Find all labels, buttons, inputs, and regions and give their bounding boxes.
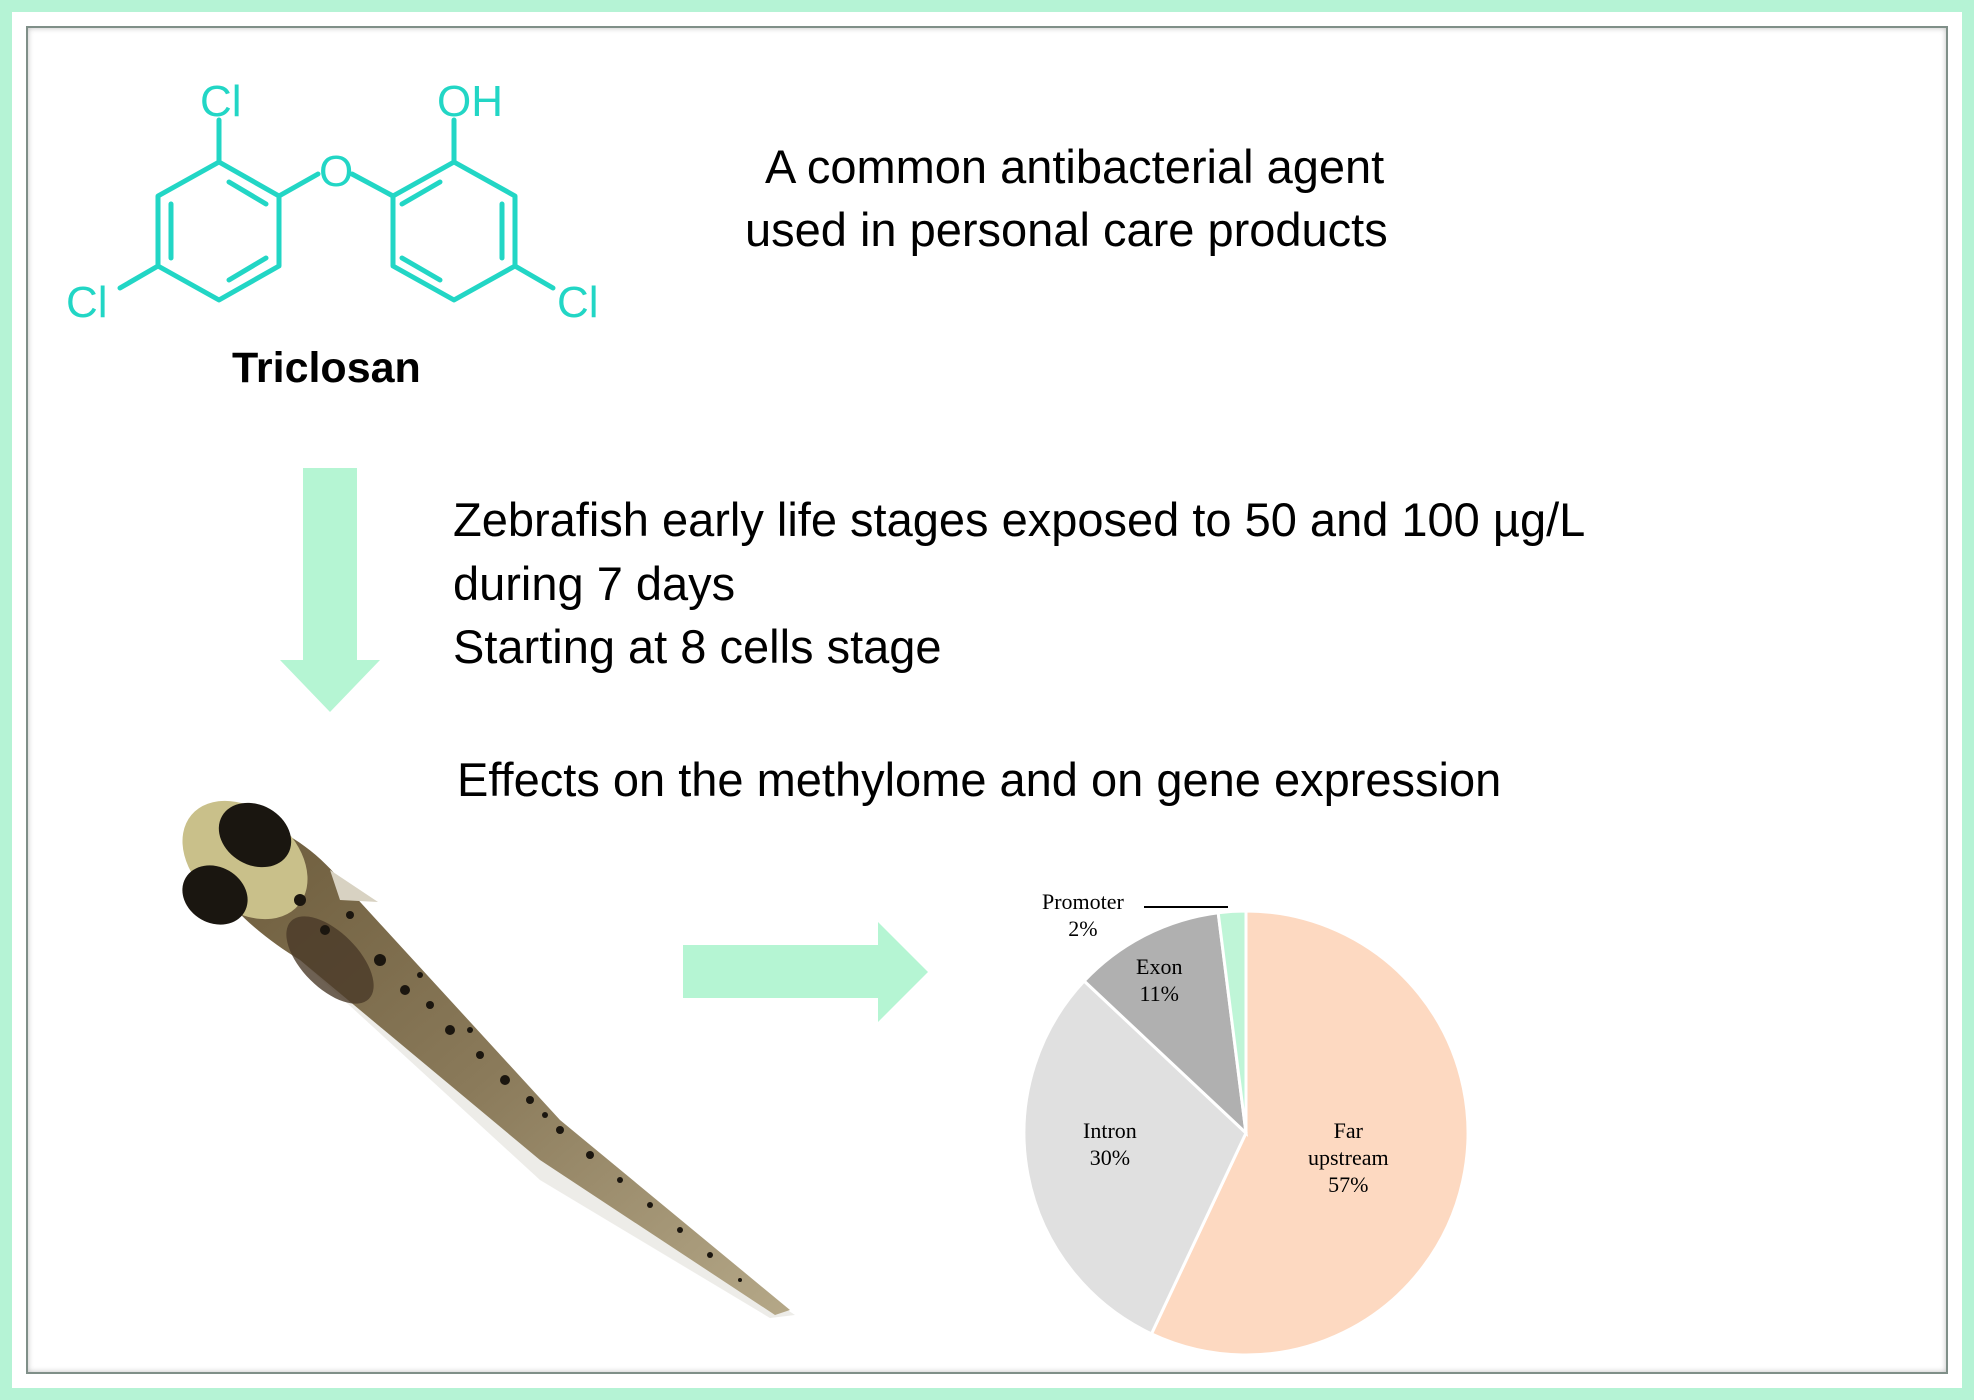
ether-oxygen-label: O — [319, 147, 354, 196]
pie-label-exon-value: 11% — [1139, 981, 1179, 1006]
pie-label-promoter-value: 2% — [1068, 916, 1098, 941]
pie-label-far-upstream-line1: Far — [1333, 1118, 1363, 1143]
right-arrow-icon — [683, 922, 928, 1022]
effects-heading: Effects on the methylome and on gene exp… — [457, 753, 1502, 806]
down-arrow-icon — [280, 468, 380, 712]
hydroxyl-label: OH — [437, 77, 503, 126]
molecule-name: Triclosan — [232, 344, 421, 392]
pie-label-far-upstream-value: 57% — [1328, 1172, 1369, 1197]
pie-slice-far-upstream — [1149, 909, 1470, 1357]
pie-label-far-upstream-line2: upstream — [1308, 1145, 1389, 1170]
pie-label-far-upstream: Far upstream 57% — [1308, 1117, 1389, 1198]
pie-label-exon-name: Exon — [1136, 954, 1183, 979]
pie-label-promoter-name: Promoter — [1042, 889, 1124, 914]
exposure-line-1: Zebrafish early life stages exposed to 5… — [453, 493, 1586, 546]
pie-label-intron-name: Intron — [1083, 1118, 1137, 1143]
pie-label-intron-value: 30% — [1089, 1145, 1131, 1170]
exposure-line-2: during 7 days — [453, 557, 736, 610]
pie-label-intron: Intron 30% — [1083, 1117, 1137, 1171]
pie-slice-promoter — [1216, 909, 1248, 1134]
pie-label-promoter: Promoter 2% — [1042, 888, 1124, 942]
pie-slice-exon — [1082, 911, 1249, 1137]
description-line-1: A common antibacterial agent — [765, 140, 1385, 193]
chlorine-right-label: Cl — [557, 278, 599, 327]
pie-slice-intron — [1022, 978, 1248, 1336]
inner-frame — [26, 26, 1948, 1374]
pie-label-exon: Exon 11% — [1136, 953, 1182, 1007]
chlorine-left-label: Cl — [66, 278, 108, 327]
exposure-line-3: Starting at 8 cells stage — [453, 620, 942, 673]
chlorine-top-label: Cl — [200, 77, 242, 126]
description-line-2: used in personal care products — [745, 203, 1388, 256]
